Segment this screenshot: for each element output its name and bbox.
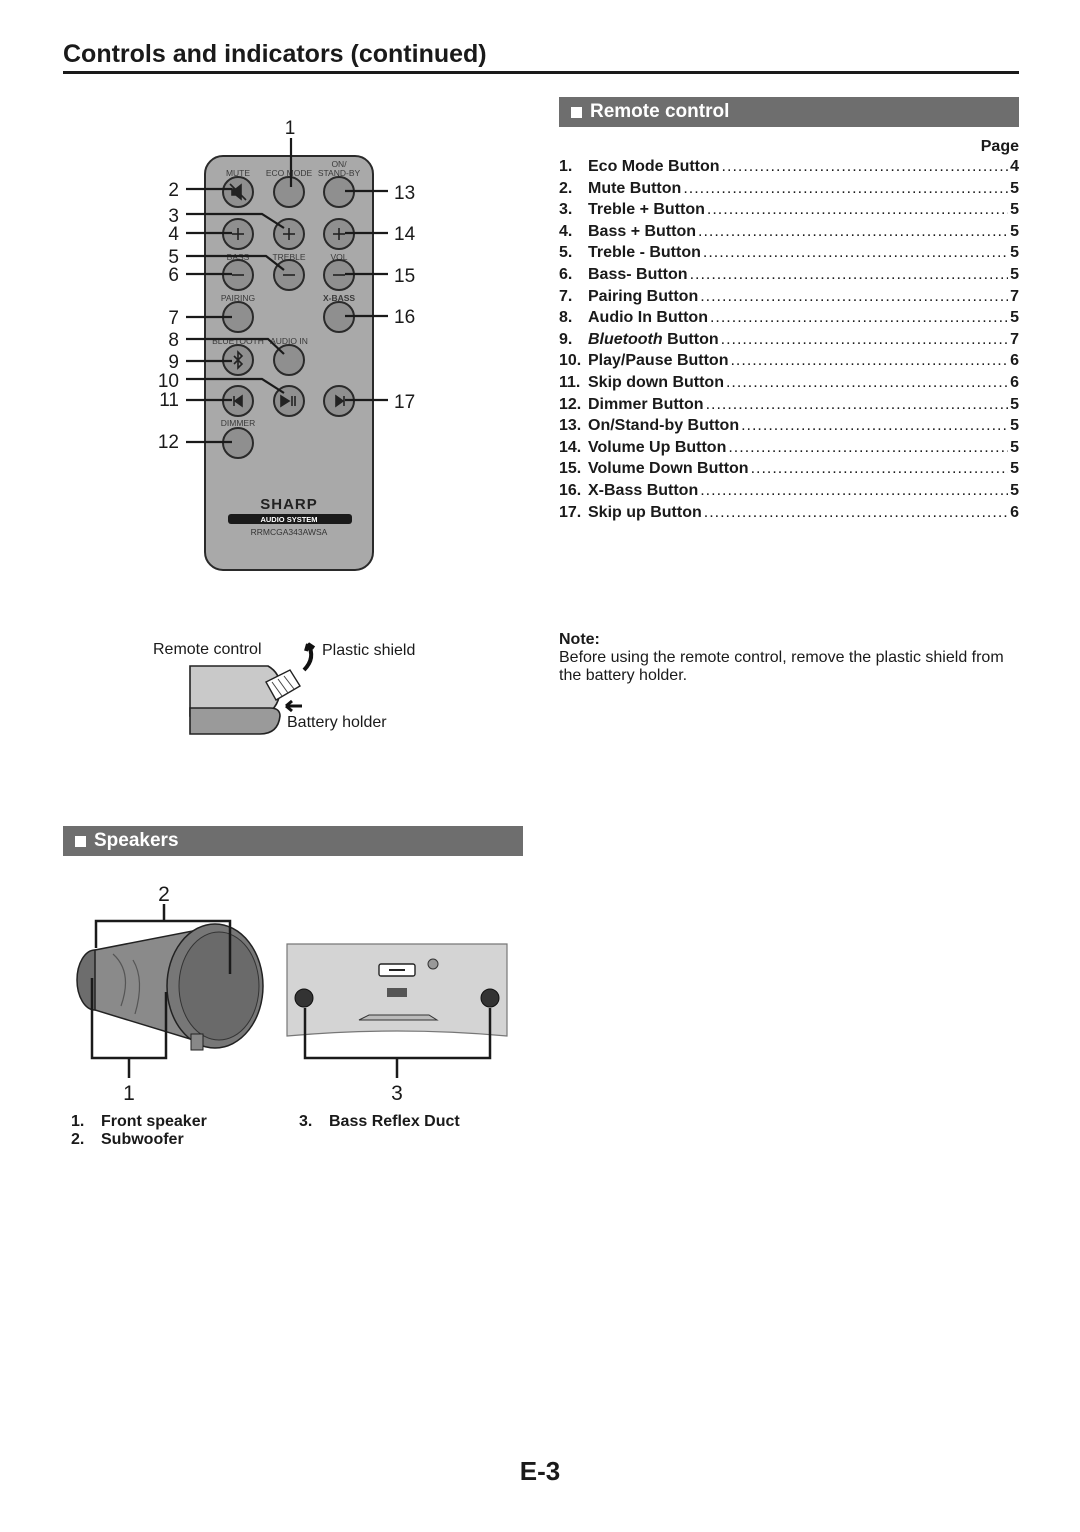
callout-15: 15 bbox=[394, 266, 415, 287]
callout-2: 2 bbox=[168, 180, 179, 201]
battery-holder-tray bbox=[189, 707, 281, 735]
square-bullet-icon bbox=[75, 835, 86, 847]
speaker-callout-3: 3 bbox=[391, 1082, 403, 1105]
label-audio-in: AUDIO IN bbox=[270, 336, 308, 346]
brand-logo: SHARP bbox=[260, 496, 318, 513]
list-item: 1.Front speaker bbox=[71, 1113, 207, 1130]
bass-reflex-duct-left bbox=[294, 988, 314, 1008]
brand-sub-band bbox=[228, 514, 352, 524]
callout-1: 1 bbox=[285, 118, 296, 139]
list-item: 5.Treble - Button5 bbox=[559, 244, 1019, 266]
page-number: E-3 bbox=[519, 1456, 561, 1486]
model-number: RRMCGA343AWSA bbox=[251, 527, 328, 537]
battery-holder-diagram: Remote control Plastic shield Battery ho… bbox=[153, 641, 415, 735]
list-item: 3.Bass Reflex Duct bbox=[299, 1113, 460, 1130]
shield-arrow bbox=[302, 642, 316, 672]
page-column-header: Page bbox=[980, 138, 1019, 155]
list-item: 2.Subwoofer bbox=[71, 1131, 184, 1148]
callout-9: 9 bbox=[168, 352, 179, 373]
label-dimmer: DIMMER bbox=[221, 418, 255, 428]
list-item: 15.Volume Down Button5 bbox=[559, 460, 1019, 482]
speakers-heading-text: Speakers bbox=[94, 830, 179, 851]
speaker-diagram: 2 1 3 bbox=[76, 883, 508, 1105]
list-item: 9.Bluetooth Button7 bbox=[559, 331, 1019, 353]
battery-holder-label: Battery holder bbox=[287, 714, 387, 731]
list-item: 17.Skip up Button6 bbox=[559, 504, 1019, 526]
remote-control-label: Remote control bbox=[153, 641, 262, 658]
note-title: Note: bbox=[559, 631, 600, 648]
label-vol: VOL bbox=[330, 252, 347, 262]
list-item: 2.Mute Button5 bbox=[559, 180, 1019, 202]
remote-control-heading-text: Remote control bbox=[590, 101, 730, 122]
bluetooth-icon bbox=[233, 350, 244, 370]
label-pairing: PAIRING bbox=[221, 293, 255, 303]
callout-4: 4 bbox=[168, 224, 179, 245]
label-bluetooth: BLUETOOTH bbox=[212, 336, 264, 346]
callout-5: 5 bbox=[168, 247, 179, 268]
plus-icon bbox=[283, 228, 295, 240]
remote-control-heading: Remote control bbox=[559, 97, 1019, 127]
remote-control-list: 1.Eco Mode Button4 2.Mute Button5 3.Treb… bbox=[559, 158, 1019, 525]
mute-icon bbox=[229, 183, 247, 201]
list-item: 13.On/Stand-by Button5 bbox=[559, 417, 1019, 439]
list-item: 7.Pairing Button7 bbox=[559, 288, 1019, 310]
callout-3: 3 bbox=[168, 206, 179, 227]
leader-3 bbox=[186, 212, 285, 229]
holder-arrow bbox=[285, 699, 302, 713]
callout-17: 17 bbox=[394, 392, 415, 413]
callout-10: 10 bbox=[158, 371, 179, 392]
bass-reflex-duct-right bbox=[480, 988, 500, 1008]
list-item: 12.Dimmer Button5 bbox=[559, 396, 1019, 418]
list-item: 14.Volume Up Button5 bbox=[559, 439, 1019, 461]
list-item: 8.Audio In Button5 bbox=[559, 309, 1019, 331]
plastic-shield bbox=[265, 669, 301, 701]
label-standby: STAND-BY bbox=[318, 168, 361, 178]
callout-16: 16 bbox=[394, 307, 415, 328]
list-item: 11.Skip down Button6 bbox=[559, 374, 1019, 396]
title-rule bbox=[63, 71, 1019, 74]
remote-control-diagram: MUTE ECO MODE ON/ STAND-BY BASS TREBLE V… bbox=[158, 118, 416, 571]
speaker-parts-list-2: 3.Bass Reflex Duct bbox=[299, 1113, 460, 1131]
plastic-shield-label: Plastic shield bbox=[322, 642, 415, 659]
leader-8 bbox=[186, 337, 285, 355]
speaker-parts-list: 1.Front speaker 2.Subwoofer bbox=[71, 1113, 207, 1149]
plus-icon bbox=[232, 228, 244, 240]
eco-mode-button[interactable] bbox=[273, 176, 305, 208]
callout-11: 11 bbox=[159, 390, 179, 411]
label-on: ON/ bbox=[331, 159, 347, 169]
list-item: 16.X-Bass Button5 bbox=[559, 482, 1019, 504]
skip-forward-icon bbox=[335, 394, 345, 408]
note-text: Before using the remote control, remove … bbox=[559, 649, 1004, 684]
speaker-callout-1: 1 bbox=[123, 1082, 135, 1105]
label-eco-mode: ECO MODE bbox=[266, 168, 313, 178]
brand-sub: AUDIO SYSTEM bbox=[260, 515, 317, 524]
list-item: 6.Bass- Button5 bbox=[559, 266, 1019, 288]
speaker-unit bbox=[76, 923, 264, 1051]
play-pause-icon bbox=[280, 394, 296, 408]
callout-8: 8 bbox=[168, 330, 179, 351]
speakers-heading: Speakers bbox=[63, 826, 523, 856]
callout-7: 7 bbox=[168, 308, 179, 329]
callout-14: 14 bbox=[394, 224, 416, 245]
speaker-callout-2: 2 bbox=[158, 883, 170, 906]
label-xbass: X-BASS bbox=[323, 293, 355, 303]
rear-panel bbox=[286, 943, 508, 1037]
callout-13: 13 bbox=[394, 183, 415, 204]
label-treble: TREBLE bbox=[272, 252, 305, 262]
leader-10 bbox=[186, 377, 285, 394]
skip-back-icon bbox=[233, 394, 243, 408]
label-mute: MUTE bbox=[226, 168, 250, 178]
callout-6: 6 bbox=[168, 265, 179, 286]
list-item: 10.Play/Pause Button6 bbox=[559, 352, 1019, 374]
leader-5 bbox=[186, 254, 285, 271]
plus-icon bbox=[333, 228, 345, 240]
page-title: Controls and indicators (continued) bbox=[63, 40, 487, 68]
list-item: 1.Eco Mode Button4 bbox=[559, 158, 1019, 180]
square-bullet-icon bbox=[571, 106, 582, 118]
list-item: 3.Treble + Button5 bbox=[559, 201, 1019, 223]
callout-12: 12 bbox=[158, 432, 179, 453]
list-item: 4.Bass + Button5 bbox=[559, 223, 1019, 245]
